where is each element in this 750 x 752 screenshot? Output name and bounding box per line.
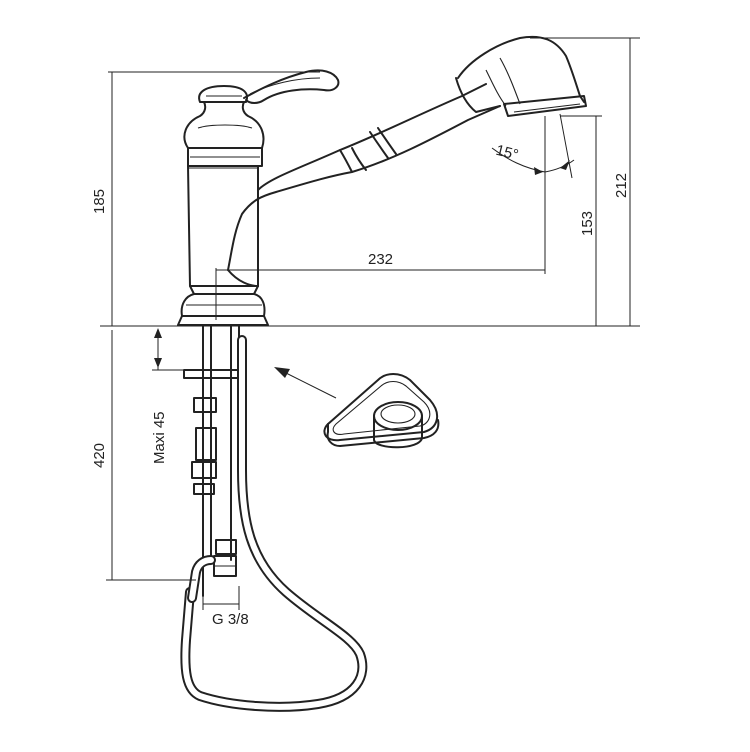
total-height-dimension: 212 [530,37,640,326]
max-counter-thickness-label: Maxi 45 [151,411,168,464]
spout [227,35,587,287]
connection-thread-dimension: G 3/8 [202,586,249,628]
spray-angle-label: 15° [494,142,520,164]
counter-thickness-dimension: Maxi 45 [151,328,186,464]
outlet-height-label: 153 [579,211,596,236]
hose-length-dimension: 420 [91,330,196,581]
faucet-body [177,69,340,326]
reach-dimension: 232 [215,170,546,320]
height-to-top-label: 185 [91,189,108,214]
washer-icon [323,373,440,449]
mounting-assembly [183,325,241,597]
reach-label: 232 [368,251,393,268]
flexible-hose [180,335,368,712]
arrow-icon [274,367,337,399]
outlet-height-dimension: 153 [560,115,602,326]
connection-thread-label: G 3/8 [212,611,249,628]
spray-angle-indicator: 15° [491,113,575,179]
height-dimension: 185 [91,71,320,326]
total-height-label: 212 [613,173,630,198]
under-counter-length-label: 420 [91,443,108,468]
